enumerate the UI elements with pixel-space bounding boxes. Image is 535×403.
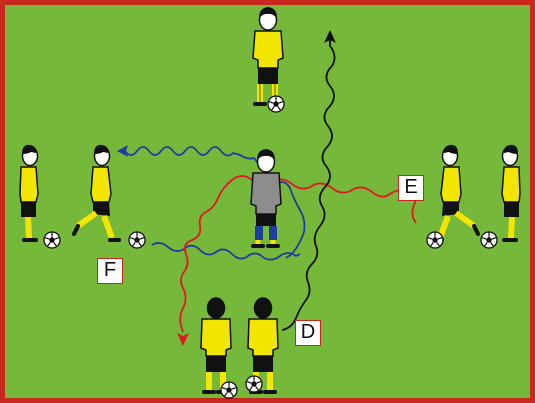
- path-black: [281, 40, 336, 331]
- arrow-icon-blue: [117, 145, 128, 157]
- ball-icon-bottom-right: [245, 375, 263, 393]
- ball-icon-right-waiting: [480, 231, 498, 249]
- ball-icon-left-waiting: [43, 231, 61, 249]
- arrow-icon-red: [177, 333, 189, 346]
- ball-icon-left-kicking: [128, 231, 146, 249]
- ball-icon-bottom-left: [220, 381, 238, 399]
- arrow-icon-black: [324, 30, 336, 43]
- ball-icon-right-kicking: [426, 231, 444, 249]
- path-blue-upper: [124, 146, 306, 259]
- label-e: E: [398, 175, 424, 201]
- ball-icon-top: [267, 95, 285, 113]
- label-d: D: [295, 320, 321, 346]
- label-f: F: [97, 258, 123, 284]
- path-blue-lower: [151, 242, 301, 261]
